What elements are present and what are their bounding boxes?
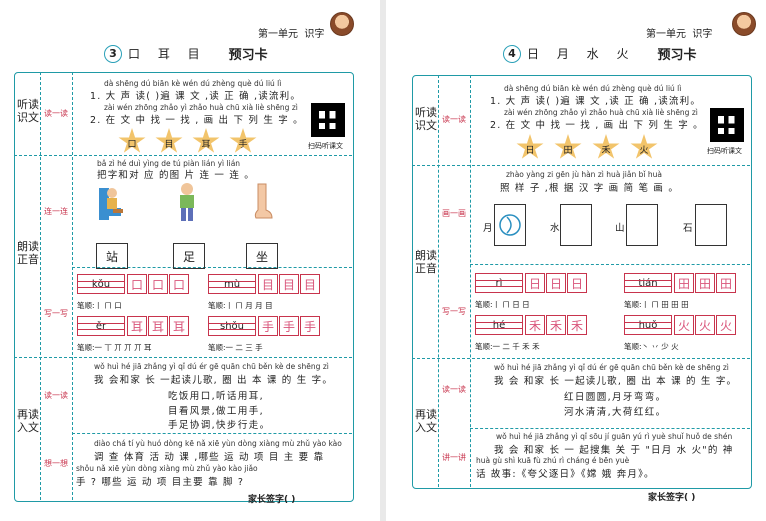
instruction-line: 调 查 体育 活 动 课 ,哪些 运 动 项 目 主 要 靠 — [94, 452, 325, 463]
instruction-line: 我 会和家 长 一起读儿歌, 圈 出 本 课 的 生 字。 — [94, 375, 334, 386]
left-page: 第一单元 识字 3 口 耳 目 预习卡 听读 识文 朗读 正音 再读 入文 读一… — [0, 0, 380, 521]
instruction-line: 我 会 和家 长 一 起搜集 关 于 "日月 水 火"的 神 — [494, 445, 734, 456]
draw-char-label: 山 — [615, 223, 625, 234]
section-reread: 再读 入文 — [17, 408, 39, 434]
section-listen: 听读 识文 — [17, 98, 39, 124]
sub-read-aloud: 读一读 — [44, 109, 68, 118]
writing-row: ěr 耳 耳 耳 — [77, 316, 189, 336]
match-char-box[interactable]: 站 — [96, 243, 128, 269]
pinyin-line: wǒ huì hé jiā zhǎng yì qǐ dú ér gē quān … — [494, 363, 729, 372]
lesson-title-bar: 3 口 耳 目 预习卡 — [104, 44, 268, 63]
foot-icon — [254, 183, 273, 219]
poem-line: 吃饭用口,听话用耳, — [168, 391, 265, 402]
sub-read-aloud: 读一读 — [442, 115, 466, 124]
poem-line: 目看风景,做工用手, — [168, 406, 265, 417]
card-title: 预习卡 — [657, 48, 697, 63]
instruction-line: 手 ? 哪些 运 动 项 目主要 靠 脚 ? — [76, 477, 245, 488]
stroke-order: 笔顺:一 二 千 禾 禾 — [475, 342, 540, 351]
poem-line: 红日圆圆,月牙弯弯。 — [564, 392, 667, 403]
stroke-order: 笔顺:一 二 三 手 — [208, 343, 263, 352]
draw-char-label: 石 — [683, 223, 693, 234]
instruction-line: 2. 在 文 中 找 一 找 , 画 出 下 列 生 字 。 — [90, 115, 304, 126]
pinyin-line: wǒ huì hé jiā zhǎng yì qǐ dú ér gē quān … — [94, 362, 329, 371]
pinyin-line: dà shēng dú biān kè wén dú zhèng què dú … — [504, 84, 682, 93]
lesson-title: 日 月 水 火 — [527, 47, 636, 61]
standing-child-icon — [180, 183, 194, 221]
stroke-order: 笔顺:丨 ㄇ 田 田 田 — [624, 300, 689, 309]
section-read: 朗读 正音 — [415, 249, 437, 275]
pinyin-line: shǒu nǎ xiē yùn dòng xiàng mù zhǔ yào kà… — [76, 464, 258, 473]
pinyin-line: wǒ huì hé jiā zhǎng yì qǐ sōu jí guān yú… — [496, 432, 733, 441]
draw-char-label: 月 — [483, 223, 493, 234]
sub-read-more: 读一读 — [44, 391, 68, 400]
lesson-number: 4 — [503, 44, 521, 63]
sub-write: 写一写 — [44, 309, 68, 318]
instruction-line: 2. 在 文 中 找 一 找 , 画 出 下 列 生 字 。 — [490, 120, 704, 131]
sub-tell: 讲一讲 — [442, 453, 466, 462]
pinyin-line: diào chá tí yù huó dòng kē nǎ xiē yùn dò… — [94, 439, 342, 448]
draw-box-moon — [494, 204, 526, 246]
writing-row: tián 田 田 田 — [624, 273, 736, 293]
instruction-line: 话 故事:《夸父逐日》《嫦 娥 奔月》。 — [476, 469, 655, 480]
pinyin-line: zài wén zhōng zhǎo yì zhǎo huà chū xià l… — [504, 108, 698, 117]
draw-box[interactable] — [560, 204, 592, 246]
card-title: 预习卡 — [228, 48, 268, 63]
writing-row: kǒu 口 口 口 — [77, 274, 189, 294]
unit-label: 第一单元 识字 — [646, 29, 713, 40]
sub-think: 想一想 — [44, 459, 68, 468]
sitting-child-icon — [99, 188, 123, 220]
stroke-order: 笔顺:丨 ㄇ 月 月 目 — [208, 301, 273, 310]
writing-row: rì 日 日 日 — [475, 273, 587, 293]
match-char-box[interactable]: 足 — [173, 243, 205, 269]
pinyin-line: zài wén zhōng zhǎo yì zhǎo huà chū xià l… — [104, 103, 298, 112]
section-listen: 听读 识文 — [415, 106, 437, 132]
sub-connect: 连一连 — [44, 207, 68, 216]
stroke-order: 笔顺:一 丅 丌 丌 丌 耳 — [77, 343, 152, 352]
lesson-number: 3 — [104, 44, 122, 63]
draw-box[interactable] — [626, 204, 658, 246]
qr-caption: 扫码听课文 — [707, 147, 742, 155]
qr-code-icon[interactable] — [311, 103, 345, 137]
stroke-order: 笔顺:丨 ㄇ 口 — [77, 301, 122, 310]
pinyin-line: dà shēng dú biān kè wén dú zhèng què dú … — [104, 79, 282, 88]
section-reread: 再读 入文 — [415, 408, 437, 434]
writing-row: mù 目 目 目 — [208, 274, 320, 294]
parent-signature[interactable]: 家长签字( ) — [248, 495, 296, 505]
section-read: 朗读 正音 — [17, 240, 39, 266]
writing-row: hé 禾 禾 禾 — [475, 315, 587, 335]
parent-signature[interactable]: 家长签字( ) — [648, 493, 696, 503]
poem-line: 河水清清,大荷红红。 — [564, 407, 667, 418]
draw-box[interactable] — [695, 204, 727, 246]
lesson-title: 口 耳 目 — [128, 47, 207, 61]
qr-caption: 扫码听课文 — [308, 142, 343, 150]
instruction-line: 把字和对 应 的图 片 连 一 连 。 — [97, 170, 255, 181]
qr-code-icon[interactable] — [710, 108, 744, 142]
worksheet-frame — [412, 75, 752, 489]
instruction-line: 1. 大 声 读( )遍 课 文 ,读 正 确 ,读流利。 — [90, 91, 302, 102]
worksheet-frame — [14, 72, 354, 502]
poem-line: 手足协调,快步行走。 — [168, 420, 271, 431]
mascot-icon — [732, 12, 756, 36]
crescent-moon-icon — [499, 214, 521, 236]
pinyin-line: huà gù shì kuā fù zhú rì cháng é bēn yuè — [476, 456, 630, 465]
writing-row: huǒ 火 火 火 — [624, 315, 736, 335]
match-char-box[interactable]: 坐 — [246, 243, 278, 269]
pinyin-line: bǎ zì hé duì yìng de tú piàn lián yì liá… — [97, 159, 241, 168]
pinyin-line: zhào yàng zi gēn jù hàn zì huà jiǎn bǐ h… — [506, 170, 662, 179]
draw-char-label: 水 — [550, 223, 560, 234]
lesson-title-bar: 4 日 月 水 火 预习卡 — [503, 44, 696, 63]
mascot-icon — [330, 12, 354, 36]
sub-draw: 画一画 — [442, 209, 466, 218]
instruction-line: 我 会 和家 长 一起读儿歌, 圈 出 本 课 的 生 字。 — [494, 376, 738, 387]
instruction-line: 照 样 子 ,根 据 汉 字 画 简 笔 画 。 — [500, 183, 680, 194]
unit-label: 第一单元 识字 — [258, 29, 325, 40]
stroke-order: 笔顺:丶 丷 少 火 — [624, 342, 679, 351]
instruction-line: 1. 大 声 读( )遍 课 文 ,读 正 确 ,读流利。 — [490, 96, 702, 107]
page-gutter — [380, 0, 386, 521]
stroke-order: 笔顺:丨 ㄇ 日 日 — [475, 300, 530, 309]
writing-row: shǒu 手 手 手 — [208, 316, 320, 336]
sub-write: 写一写 — [442, 307, 466, 316]
right-page: 第一单元 识字 4 日 月 水 火 预习卡 听读 识文 朗读 正音 再读 入文 … — [386, 0, 766, 521]
sub-read-more: 读一读 — [442, 385, 466, 394]
